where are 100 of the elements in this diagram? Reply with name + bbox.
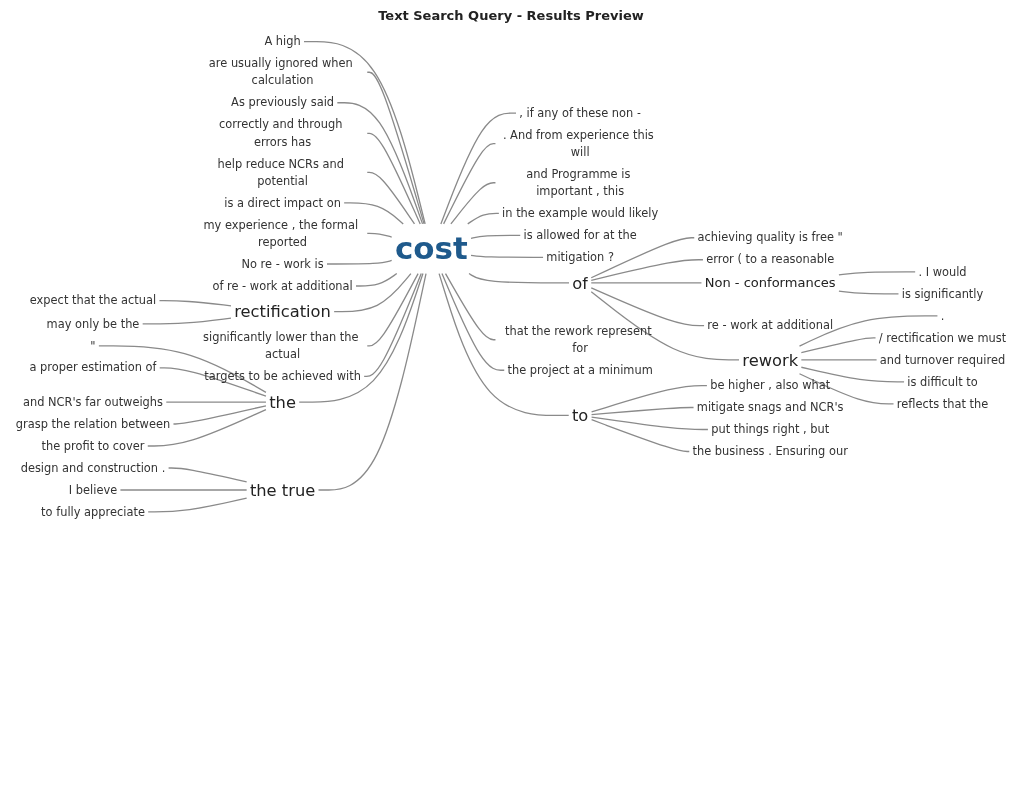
node-text: achieving quality is free " [697, 230, 843, 244]
node-text: and turnover required [879, 352, 1006, 366]
connector [366, 272, 419, 347]
node-text: the true [249, 480, 316, 500]
node-text: . I would [918, 265, 967, 279]
node-text: are usually ignored when calculation [208, 56, 353, 87]
connector [590, 282, 703, 284]
connector [172, 405, 267, 425]
node-text: is difficult to [907, 374, 978, 388]
node-text: reflects that the [896, 396, 989, 410]
connector [147, 408, 267, 447]
node-text: mitigation ? [546, 250, 614, 264]
node-text: re - work at additional [707, 318, 834, 332]
node-text: may only be the [46, 316, 140, 330]
node-text: targets to be achieved with [204, 369, 361, 383]
connector [336, 102, 424, 225]
connector [317, 272, 427, 491]
node-text: significantly lower than the actual [203, 330, 359, 361]
connector [800, 337, 877, 354]
node-text: No re - work is [241, 257, 324, 271]
connector [159, 367, 267, 397]
connector [467, 212, 500, 225]
connector [800, 359, 878, 361]
connector [590, 416, 709, 431]
node-text: a proper estimation of [29, 360, 157, 374]
connector [363, 272, 422, 378]
connector [158, 300, 232, 307]
connector [838, 290, 900, 295]
node-text: correctly and through errors has [219, 117, 343, 148]
node-text: Non - conformances [704, 274, 836, 291]
node-text: rectification [234, 301, 331, 322]
node-text: rework [742, 350, 799, 370]
connector [440, 112, 517, 225]
node-text: put things right , but [711, 422, 830, 436]
connector [838, 271, 916, 276]
node-text: the business . Ensuring our [692, 444, 848, 458]
connector [590, 237, 695, 279]
connector [590, 259, 704, 281]
node-text: is allowed for at the [523, 228, 637, 242]
node-text: I believe [68, 483, 118, 497]
connector [147, 497, 248, 513]
connector [167, 467, 248, 483]
connector [470, 254, 544, 258]
connector [590, 419, 690, 453]
node-text: error ( to a reasonable [706, 252, 835, 266]
node-text: of [572, 273, 588, 293]
connector [333, 272, 412, 313]
connector [444, 272, 497, 341]
connector [119, 489, 248, 491]
node-text: . And from experience this will [502, 128, 654, 159]
connector [298, 272, 424, 403]
node-text: my experience , the formal reported [203, 217, 359, 249]
connector [366, 132, 421, 225]
connector [326, 259, 393, 265]
node-text: / rectification we must [878, 330, 1007, 345]
node-text: cost [394, 230, 468, 267]
connector [590, 384, 708, 413]
node-text: " [90, 338, 96, 352]
connector [303, 41, 426, 225]
node-text: expect that the actual [29, 293, 157, 307]
node-text: is significantly [901, 287, 984, 301]
node-text: to fully appreciate [41, 505, 145, 519]
connector [443, 143, 497, 225]
diagram-title: Text Search Query - Results Preview [378, 8, 644, 23]
connector [450, 182, 497, 225]
node-text: As previously said [231, 95, 335, 109]
node-text: design and construction . [20, 461, 166, 475]
node-text: and NCR's far outweighs [22, 395, 164, 409]
connector [441, 272, 505, 371]
node-text: be higher , also what [710, 378, 831, 392]
node-text: is a direct impact on [224, 196, 341, 210]
node-text: and Programme is important , this [526, 167, 631, 198]
node-text: the [269, 392, 296, 412]
connector [590, 291, 740, 361]
node-text: mitigate snags and NCR's [696, 400, 844, 414]
connector [98, 345, 267, 394]
node-text: to [571, 405, 589, 426]
connector [798, 373, 895, 405]
connector [366, 171, 416, 225]
connector [142, 317, 232, 325]
connector [165, 401, 267, 403]
node-text: . [940, 308, 945, 323]
node-text: A high [264, 34, 301, 48]
connector [355, 272, 398, 287]
connector [343, 202, 404, 225]
node-text: in the example would likely [502, 206, 659, 220]
connector [470, 234, 521, 240]
node-text: the project at a minimum [507, 363, 653, 377]
connector [798, 315, 939, 347]
connector [468, 272, 570, 284]
connector [438, 272, 570, 417]
connector [366, 71, 425, 225]
connector [590, 406, 695, 416]
connector [800, 366, 905, 383]
node-text: , if any of these non - [519, 106, 641, 120]
connector [366, 232, 393, 238]
connector [590, 287, 705, 327]
node-text: grasp the relation between [15, 417, 171, 431]
node-text: of re - work at additional [212, 279, 353, 293]
node-text: the profit to cover [41, 439, 145, 453]
